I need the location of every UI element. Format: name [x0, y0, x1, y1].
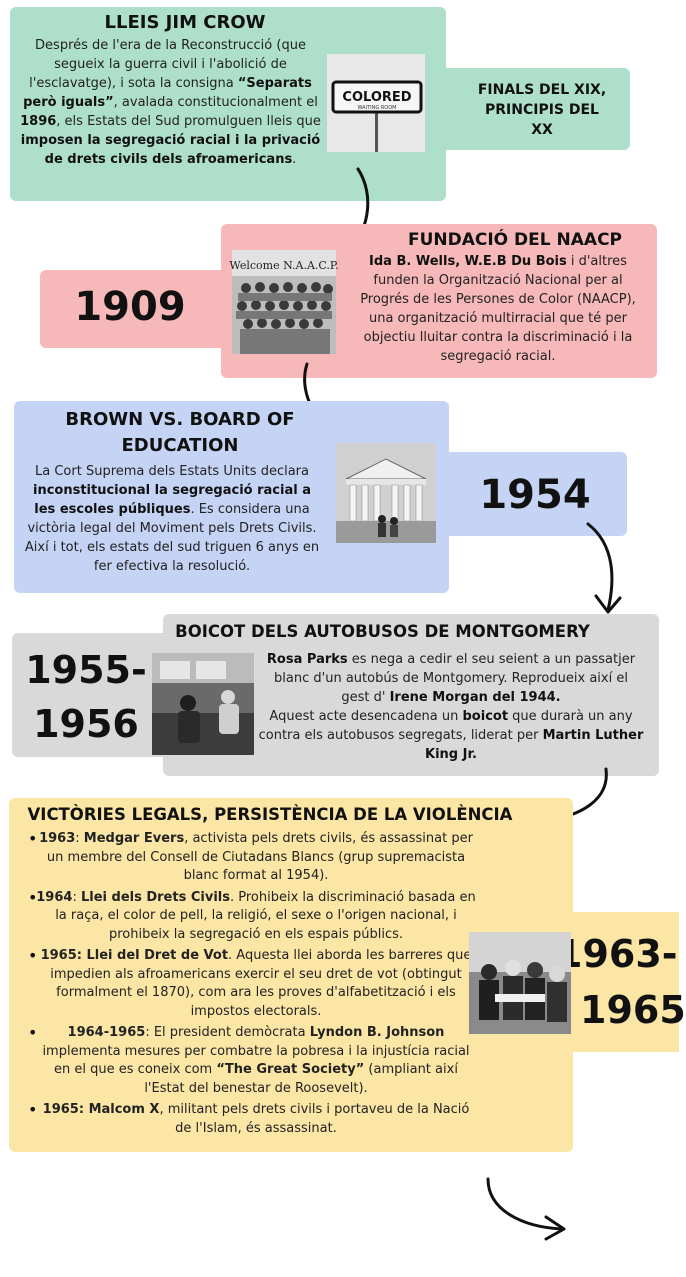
- brown-year-card: [410, 452, 627, 536]
- victories-item-voting-rights: 1965: Llei del Dret de Vot. Aquesta llei…: [28, 947, 476, 1021]
- naacp-founders: Ida B. Wells, W.E.B Du Bois: [369, 254, 567, 269]
- naacp-banner: Welcome N.A.A.C.P.: [229, 259, 338, 272]
- jim-crow-text-part: , els Estats del Sud promulguen lleis qu…: [56, 114, 321, 129]
- signing-image: [469, 932, 571, 1034]
- victories-item-civil-rights-act: 1964: Llei dels Drets Civils. Prohibeix …: [28, 889, 476, 945]
- naacp-title: FUNDACIÓ DEL NAACP: [407, 230, 623, 250]
- bus-photo: [152, 653, 254, 755]
- victories-list: 1963: Medgar Evers, activista pels drets…: [28, 830, 476, 1141]
- montgomery-mlk: Martin Luther King Jr.: [425, 728, 644, 762]
- bus-image: [152, 653, 254, 755]
- victories-year-line1: 1963-: [556, 932, 678, 976]
- item-text: :: [72, 889, 81, 905]
- montgomery-irene-morgan: Irene Morgan del 1944.: [389, 690, 561, 705]
- item-year: 1965: Llei del Dret de Vot: [40, 948, 229, 963]
- timeline-arrow-3: [586, 522, 622, 614]
- jim-crow-highlight: imposen la segregació racial i la privac…: [20, 133, 321, 167]
- item-highlight: Llei dels Drets Civils: [80, 889, 230, 905]
- colored-sign-sublabel: WAITING ROOM: [358, 105, 397, 111]
- item-text: (ampliant així l'Estat del benestar de R…: [144, 1062, 458, 1096]
- montgomery-title: BOICOT DELS AUTOBUSOS DE MONTGOMERY: [175, 622, 590, 641]
- montgomery-year-line1: 1955-: [25, 648, 147, 692]
- jim-crow-text: Després de l'era de la Reconstrucció (qu…: [18, 36, 323, 169]
- naacp-text: Ida B. Wells, W.E.B Du Bois i d'altres f…: [350, 252, 646, 366]
- supreme-court-image: [336, 443, 436, 543]
- jim-crow-slogan: “Separats però iguals”: [23, 76, 312, 110]
- signing-photo: [469, 932, 571, 1034]
- montgomery-text-part: Aquest acte desencadena un: [269, 709, 463, 724]
- colored-sign-image: COLORED WAITING ROOM: [327, 54, 425, 152]
- victories-item-medgar: 1963: Medgar Evers, activista pels drets…: [28, 830, 476, 886]
- item-year: 1964-1965: [67, 1025, 146, 1040]
- brown-text-part: La Cort Suprema dels Estats Units declar…: [35, 464, 309, 479]
- naacp-text-part: i d'altres funden la Organització Nacion…: [360, 254, 636, 364]
- item-highlight: “The Great Society”: [216, 1062, 365, 1077]
- jim-crow-period: FINALS DEL XIX, PRINCIPIS DEL XX: [477, 82, 607, 138]
- montgomery-rosa-parks: Rosa Parks: [266, 652, 348, 667]
- brown-highlight: inconstitucional la segregació racial a …: [33, 483, 311, 517]
- montgomery-text-part: que durarà un any contra els autobusos s…: [258, 709, 633, 743]
- item-text: . Prohibeix la discriminació basada en l…: [55, 889, 476, 942]
- colored-sign-label: COLORED: [342, 90, 411, 105]
- montgomery-text: Rosa Parks es nega a cedir el seu seient…: [258, 650, 644, 764]
- montgomery-text-part: es nega a cedir el seu seient a un passa…: [274, 652, 636, 705]
- victories-item-great-society: 1964-1965: El president demòcrata Lyndon…: [28, 1024, 476, 1098]
- item-text: implementa mesures per combatre la pobre…: [42, 1043, 470, 1078]
- item-year: 1965: Malcom X: [42, 1102, 160, 1117]
- timeline-arrow-5: [486, 1177, 566, 1241]
- jim-crow-date-card: [428, 68, 630, 150]
- jim-crow-year-1896: 1896: [20, 114, 57, 129]
- jim-crow-text-part: , avalada constitucionalment el: [113, 95, 318, 110]
- naacp-group-image: Welcome N.A.A.C.P.: [229, 250, 339, 354]
- item-text: . Aquesta llei aborda les barreres que i…: [50, 948, 472, 1019]
- jim-crow-title: LLEIS JIM CROW: [104, 12, 266, 33]
- item-year: 1963: [39, 831, 76, 846]
- item-text: :: [75, 831, 84, 846]
- item-text: , activista pels drets civils, és assass…: [46, 831, 473, 883]
- item-highlight: Lyndon B. Johnson: [309, 1025, 445, 1040]
- brown-year: 1954: [479, 472, 591, 518]
- montgomery-boicot: boicot: [462, 709, 509, 724]
- colored-sign-photo: COLORED WAITING ROOM: [327, 54, 425, 152]
- naacp-group-photo: Welcome N.A.A.C.P.: [229, 250, 339, 354]
- brown-title: BROWN VS. BOARD OF EDUCATION: [65, 409, 295, 456]
- jim-crow-text-part: Després de l'era de la Reconstrucció (qu…: [29, 38, 306, 91]
- naacp-year: 1909: [74, 284, 186, 330]
- item-text: : El president demòcrata: [145, 1025, 310, 1040]
- brown-text: La Cort Suprema dels Estats Units declar…: [22, 462, 322, 576]
- victories-item-malcolm-x: 1965: Malcom X, militant pels drets civi…: [28, 1101, 476, 1138]
- victories-title: VICTÒRIES LEGALS, PERSISTÈNCIA DE LA VIO…: [27, 805, 513, 824]
- item-year: 1964: [36, 889, 73, 905]
- jim-crow-text-part: .: [292, 152, 297, 167]
- montgomery-year-line2: 1956: [33, 702, 139, 746]
- supreme-court-photo: [336, 443, 436, 543]
- brown-text-part: . Es considera una victòria legal del Mo…: [24, 502, 320, 574]
- victories-year-line2: 1965: [580, 988, 686, 1032]
- item-text: , militant pels drets civils i portaveu …: [159, 1102, 470, 1136]
- item-highlight: Medgar Evers: [83, 831, 185, 846]
